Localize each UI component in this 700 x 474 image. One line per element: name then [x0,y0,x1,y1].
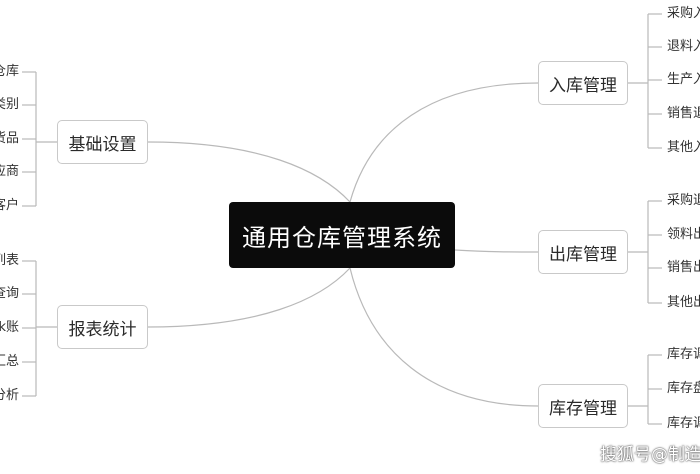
leaf-basic-4[interactable]: 应商 [0,164,19,179]
leaf-report-4[interactable]: 汇总 [0,354,19,369]
connector-root-report [147,267,351,328]
leaf-stock-2[interactable]: 库存盘 [667,381,700,396]
leaf-inbound-3[interactable]: 生产入 [667,72,700,87]
leaf-outbound-3[interactable]: 销售出 [667,260,700,275]
leaf-report-3[interactable]: k账 [0,320,19,335]
leaf-outbound-1[interactable]: 采购退 [667,193,700,208]
bracket-stock [628,355,649,424]
leaf-basic-3[interactable]: 货品 [0,131,19,146]
leaf-outbound-4[interactable]: 其他出 [667,295,700,310]
bracket-outbound [628,201,649,303]
branch-stock[interactable]: 库存管理 [538,384,628,428]
leaf-stock-1[interactable]: 库存调 [667,347,700,362]
leaf-basic-5[interactable]: 客户 [0,198,19,213]
bracket-inbound [628,14,649,148]
branch-basic-settings[interactable]: 基础设置 [57,120,148,164]
bracket-report [35,261,57,396]
watermark-text: 搜狐号@制造 [600,445,700,465]
connector-root-basic [147,141,351,203]
bracket-basic [35,72,57,206]
leaf-outbound-2[interactable]: 领料出 [667,227,700,242]
root-node[interactable]: 通用仓库管理系统 [229,202,455,268]
leaf-inbound-2[interactable]: 退料入 [667,39,700,54]
leaf-basic-1[interactable]: 仓库 [0,64,19,79]
leaf-inbound-5[interactable]: 其他入 [667,140,700,155]
branch-report-statistics[interactable]: 报表统计 [57,305,148,349]
leaf-basic-2[interactable]: 类别 [0,97,19,112]
connector-root-outbound [454,249,539,253]
leaf-report-5[interactable]: 分析 [0,388,19,403]
leaf-inbound-4[interactable]: 销售退 [667,106,700,121]
branch-outbound[interactable]: 出库管理 [538,230,628,274]
leaf-report-1[interactable]: 列表 [0,253,19,268]
leaf-stock-3[interactable]: 库存调 [667,416,700,431]
branch-inbound[interactable]: 入库管理 [538,61,628,105]
connector-root-inbound [349,82,539,203]
leaf-report-2[interactable]: 查询 [0,286,19,301]
leaf-inbound-1[interactable]: 采购入 [667,6,700,21]
connector-root-stock [349,267,539,407]
